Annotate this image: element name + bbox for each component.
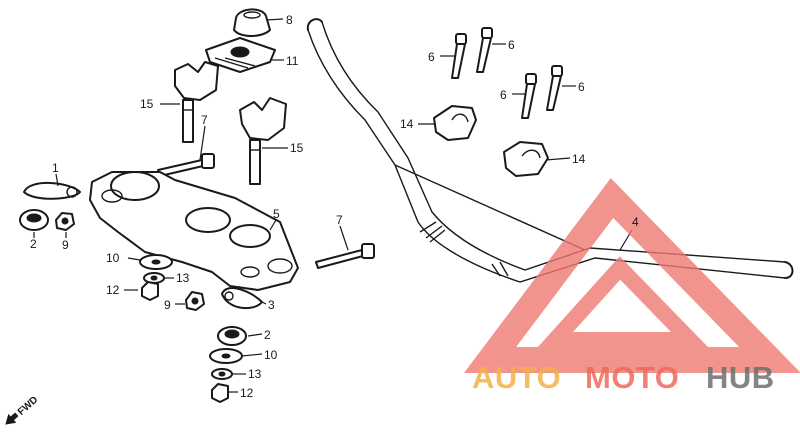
washer-small-upper	[143, 272, 165, 284]
callout-4: 4	[632, 215, 639, 229]
callout-3: 3	[268, 298, 275, 312]
callout-12-upper: 12	[106, 283, 120, 297]
callout-2-lower: 2	[264, 328, 271, 342]
watermark-wordmark: AUTO MOTO HUB	[472, 360, 775, 395]
handlebar-holder-cap	[233, 8, 271, 37]
callout-7-left: 7	[201, 113, 208, 127]
callout-13-lower: 13	[248, 367, 262, 381]
callout-11: 11	[286, 54, 299, 68]
callout-10-lower: 10	[264, 348, 278, 362]
watermark-moto: MOTO	[585, 360, 679, 395]
callout-6-d: 6	[578, 80, 585, 94]
callout-1: 1	[52, 161, 59, 175]
bolt-left	[157, 153, 215, 177]
callout-5: 5	[273, 207, 280, 221]
callout-9-center: 9	[164, 298, 171, 312]
washer-small-lower	[211, 368, 233, 380]
top-bridge	[89, 171, 299, 291]
callout-15-right: 15	[290, 141, 304, 155]
washer-lower	[209, 348, 243, 364]
nut-upper	[141, 281, 159, 301]
bolt-6-d	[546, 65, 563, 111]
callout-2-upper: 2	[30, 237, 37, 251]
callout-7-right: 7	[336, 213, 343, 227]
nut-center	[185, 291, 205, 311]
bolt-6-c	[521, 73, 537, 119]
bolt-6-a	[451, 33, 467, 79]
upper-holder-plate	[205, 37, 276, 73]
nut-lower	[211, 383, 229, 403]
callout-10-upper: 10	[106, 251, 120, 265]
handlebar	[306, 18, 794, 283]
callout-14-right: 14	[572, 152, 586, 166]
bolt-6-b	[476, 27, 493, 73]
lower-holder-right	[239, 97, 287, 185]
bush-left	[19, 209, 49, 231]
bush-lower	[217, 326, 247, 346]
callout-6-c: 6	[500, 88, 507, 102]
upper-holder-left	[433, 105, 477, 141]
lower-holder-left	[174, 61, 219, 143]
forward-label: FWD	[16, 394, 40, 417]
callout-labels: 8 11 15 15 7 1 2 9 10 13 12 9 3 5 7 2 10…	[30, 13, 639, 400]
bolt-right	[315, 243, 375, 269]
nut-left	[55, 212, 75, 231]
leader-lines	[33, 18, 633, 393]
callout-8: 8	[286, 13, 293, 27]
washer-upper	[139, 254, 173, 270]
callout-15-left: 15	[140, 97, 154, 111]
watermark-logo	[463, 178, 800, 373]
callout-6-a: 6	[428, 50, 435, 64]
upper-holder-right	[503, 141, 549, 177]
cable-clamp	[221, 287, 263, 310]
forward-indicator: FWD	[5, 394, 40, 425]
callout-9-left: 9	[62, 238, 69, 252]
cable-guide	[23, 181, 81, 200]
callout-14-left: 14	[400, 117, 414, 131]
watermark-hub: HUB	[706, 360, 775, 395]
forward-arrow-icon	[5, 412, 19, 425]
callout-12-lower: 12	[240, 386, 254, 400]
callout-6-b: 6	[508, 38, 515, 52]
watermark-auto: AUTO	[472, 360, 561, 395]
callout-13-upper: 13	[176, 271, 190, 285]
